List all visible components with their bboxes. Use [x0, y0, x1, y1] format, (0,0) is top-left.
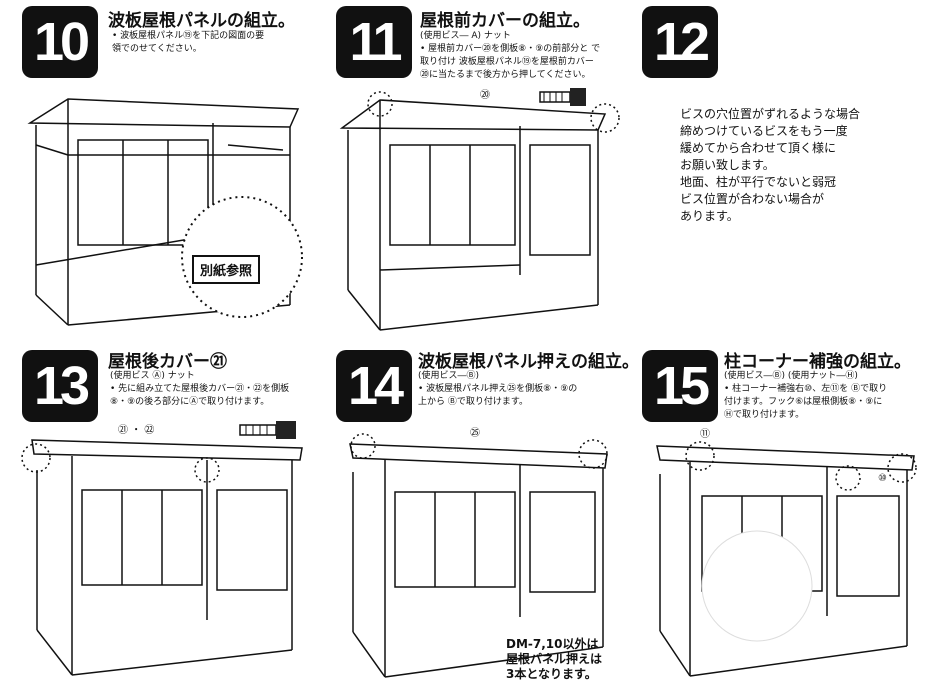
part-label: ⑩ — [878, 473, 887, 484]
step-line: 付けます。フック⑥は屋根側板⑧・⑨に — [724, 397, 883, 407]
see-separate-sheet-label: 別紙参照 — [192, 255, 261, 284]
model-note-line: 屋根パネル押えは — [506, 652, 603, 666]
step-line: • 屋根前カバー⑳を側板⑧・⑨の前部分と で — [420, 44, 601, 54]
step-number-badge: 11 — [336, 6, 412, 78]
shed-frame-illustration — [656, 441, 917, 677]
step-line: 上から Ⓑで取り付けます。 — [418, 397, 528, 407]
shed-frame-illustration — [349, 433, 608, 678]
bolt-icon — [539, 88, 586, 106]
shed-frame-illustration — [21, 439, 303, 676]
step-line: 領でのせてください。 — [112, 44, 202, 54]
step-title: 屋根前カバーの組立。 — [420, 11, 590, 31]
model-note-line: DM-7,10以外は — [506, 637, 599, 651]
step-title: 波板屋根パネル押えの組立。 — [418, 352, 639, 372]
corner-detail-circle — [701, 530, 813, 642]
step-line: Ⓗで取り付けます。 — [724, 410, 805, 420]
step-number-badge: 14 — [336, 350, 412, 422]
step-number-badge: 13 — [22, 350, 98, 422]
step-line: (使用ビス Ⓐ) ナット — [110, 371, 195, 381]
part-label: ⑳ — [480, 90, 490, 101]
note-line: 締めつけているビスをもう一度 — [680, 124, 848, 138]
step-line: ⑧・⑨の後ろ部分にⒶで取り付けます。 — [110, 397, 270, 407]
shed-frame-illustration — [339, 91, 620, 331]
step-line: 取り付け 波板屋根パネル⑲を屋根前カバー — [420, 57, 594, 67]
part-label: ⑪ — [700, 429, 710, 440]
bolt-icon — [239, 421, 296, 439]
step-number-badge: 12 — [642, 6, 718, 78]
step-title: 柱コーナー補強の組立。 — [724, 352, 911, 372]
note-line: お願い致します。 — [680, 158, 775, 172]
step-title: 屋根後カバー㉑ — [108, 352, 227, 372]
note-line: ビスの穴位置がずれるような場合 — [680, 107, 861, 121]
step-number-badge: 15 — [642, 350, 718, 422]
note-line: 緩めてから合わせて頂く様に — [680, 141, 837, 155]
step-line: (使用ビス― A) ナット — [420, 31, 511, 41]
step-line: • 波板屋根パネル⑲を下記の図面の要 — [112, 31, 265, 41]
note-line: 地面、柱が平行でないと弱冠 — [680, 175, 837, 189]
step-line: ⑳に当たるまで後方から押してください。 — [420, 70, 591, 80]
part-label: ㉑ ・ ㉒ — [118, 425, 155, 436]
step-line: • 柱コーナー補強右⑩、左⑪を Ⓑで取り — [724, 384, 888, 394]
note-line: あります。 — [680, 209, 739, 223]
step-line: (使用ビス―Ⓑ) (使用ナット―Ⓗ) — [724, 371, 858, 381]
part-label: ㉕ — [470, 428, 480, 439]
step-title: 波板屋根パネルの組立。 — [108, 11, 295, 31]
note-line: ビス位置が合わない場合が — [680, 192, 825, 206]
step-line: • 波板屋根パネル押え㉕を側板⑧・⑨の — [418, 384, 578, 394]
model-note-line: 3本となります。 — [506, 667, 597, 681]
step-line: (使用ビス―Ⓑ) — [418, 371, 480, 381]
step-line: • 先に組み立てた屋根後カバー㉑・㉒を側板 — [110, 384, 290, 394]
step-number-badge: 10 — [22, 6, 98, 78]
